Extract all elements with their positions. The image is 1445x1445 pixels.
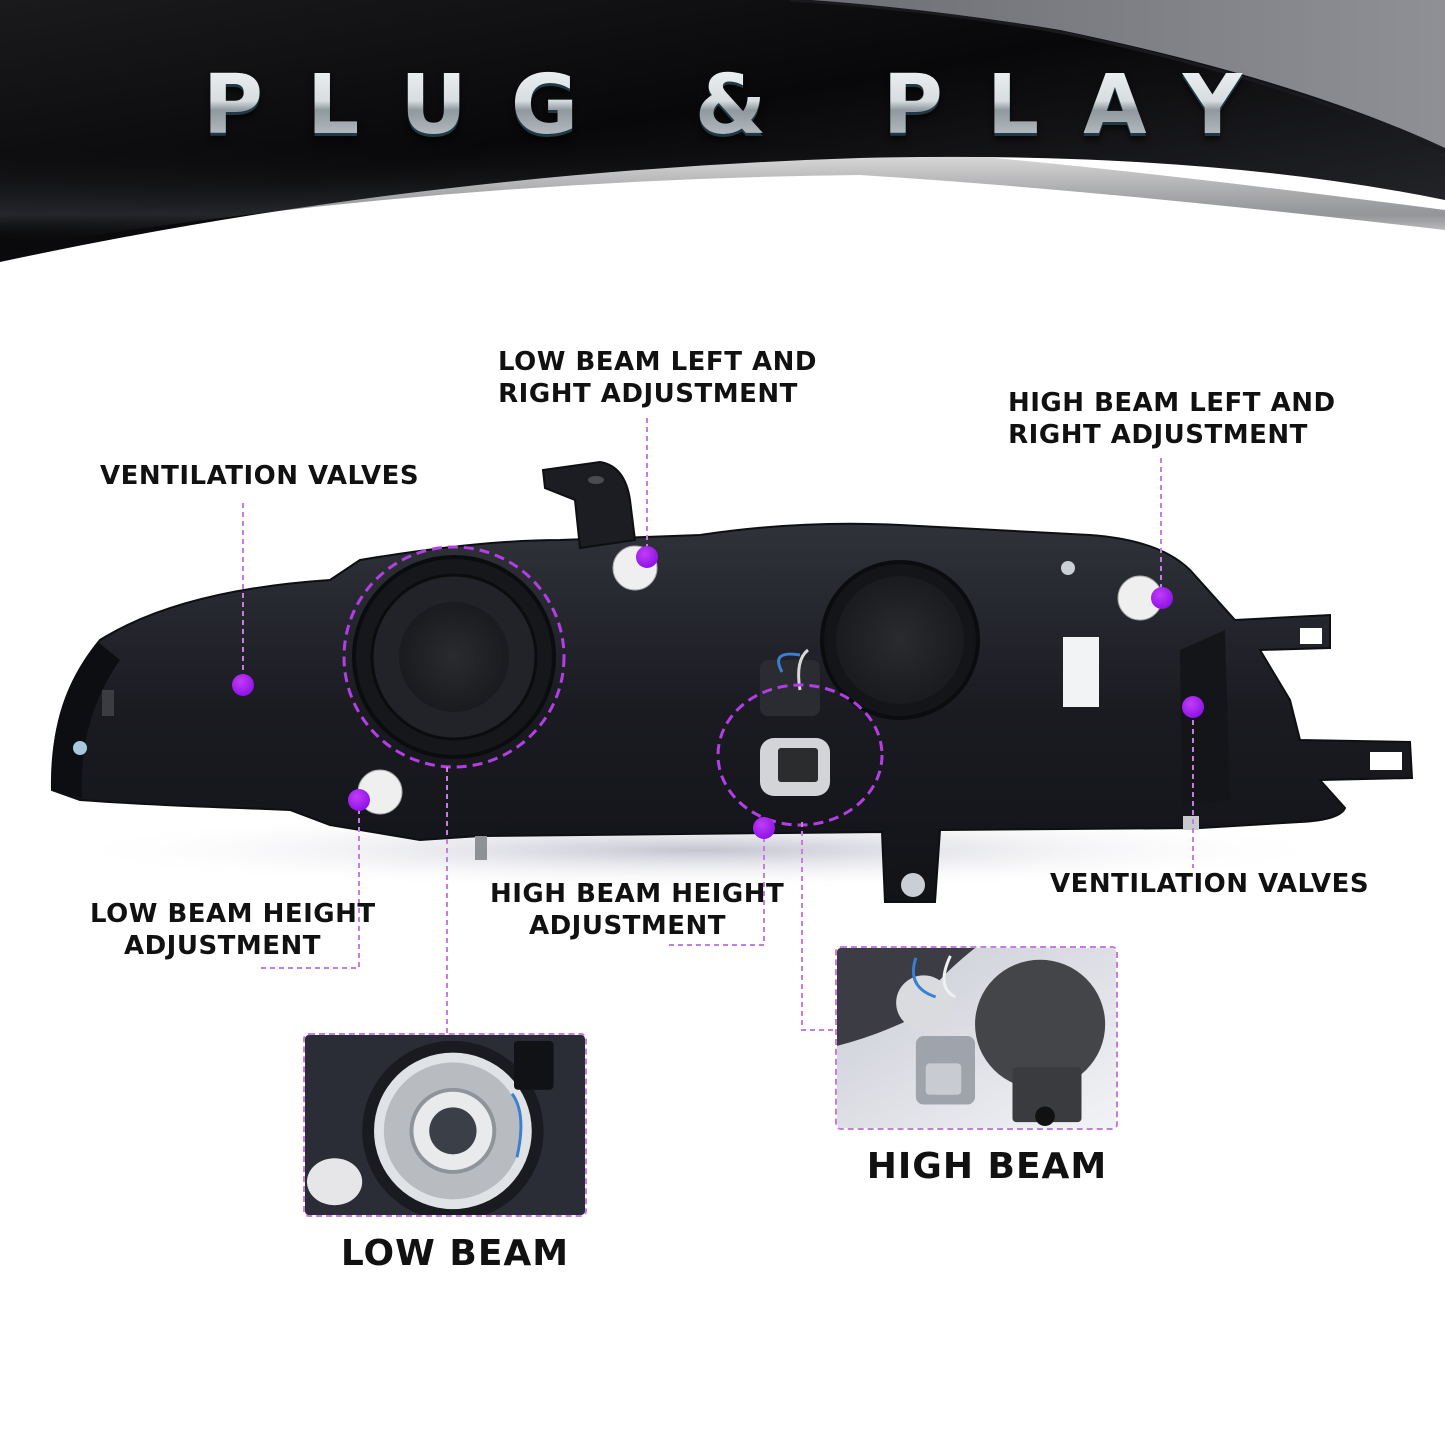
high-beam-height-dot <box>753 817 775 839</box>
callout-ventilation-valves-left: VENTILATION VALVES <box>100 461 420 491</box>
callout-ventilation-valves-right: VENTILATION VALVES <box>1050 869 1370 899</box>
header-banner <box>0 0 1445 262</box>
low-beam-label: LOW BEAM <box>340 1233 570 1274</box>
callout-high-beam-left-right-adjustment: HIGH BEAM LEFT AND RIGHT ADJUSTMENT <box>1008 388 1336 450</box>
low-beam-height-dot <box>348 789 370 811</box>
callout-low-beam-height-adjustment: LOW BEAM HEIGHT ADJUSTMENT <box>90 899 376 961</box>
callout-high-beam-height-adjustment: HIGH BEAM HEIGHT ADJUSTMENT <box>490 879 785 941</box>
low-beam-inset-image <box>303 1033 587 1217</box>
high-beam-photo <box>837 948 1116 1128</box>
callout-dots <box>232 546 1204 839</box>
ventilation-left-dot <box>232 674 254 696</box>
low-beam-photo <box>305 1035 585 1215</box>
high-beam-lr-dot <box>1151 587 1173 609</box>
page-title: PLUG & PLAY <box>0 58 1445 153</box>
low-beam-lr-dot <box>636 546 658 568</box>
high-beam-label: HIGH BEAM <box>866 1146 1108 1187</box>
ventilation-right-dot <box>1182 696 1204 718</box>
callout-low-beam-left-right-adjustment: LOW BEAM LEFT AND RIGHT ADJUSTMENT <box>498 347 817 409</box>
high-beam-inset-image <box>835 946 1118 1130</box>
